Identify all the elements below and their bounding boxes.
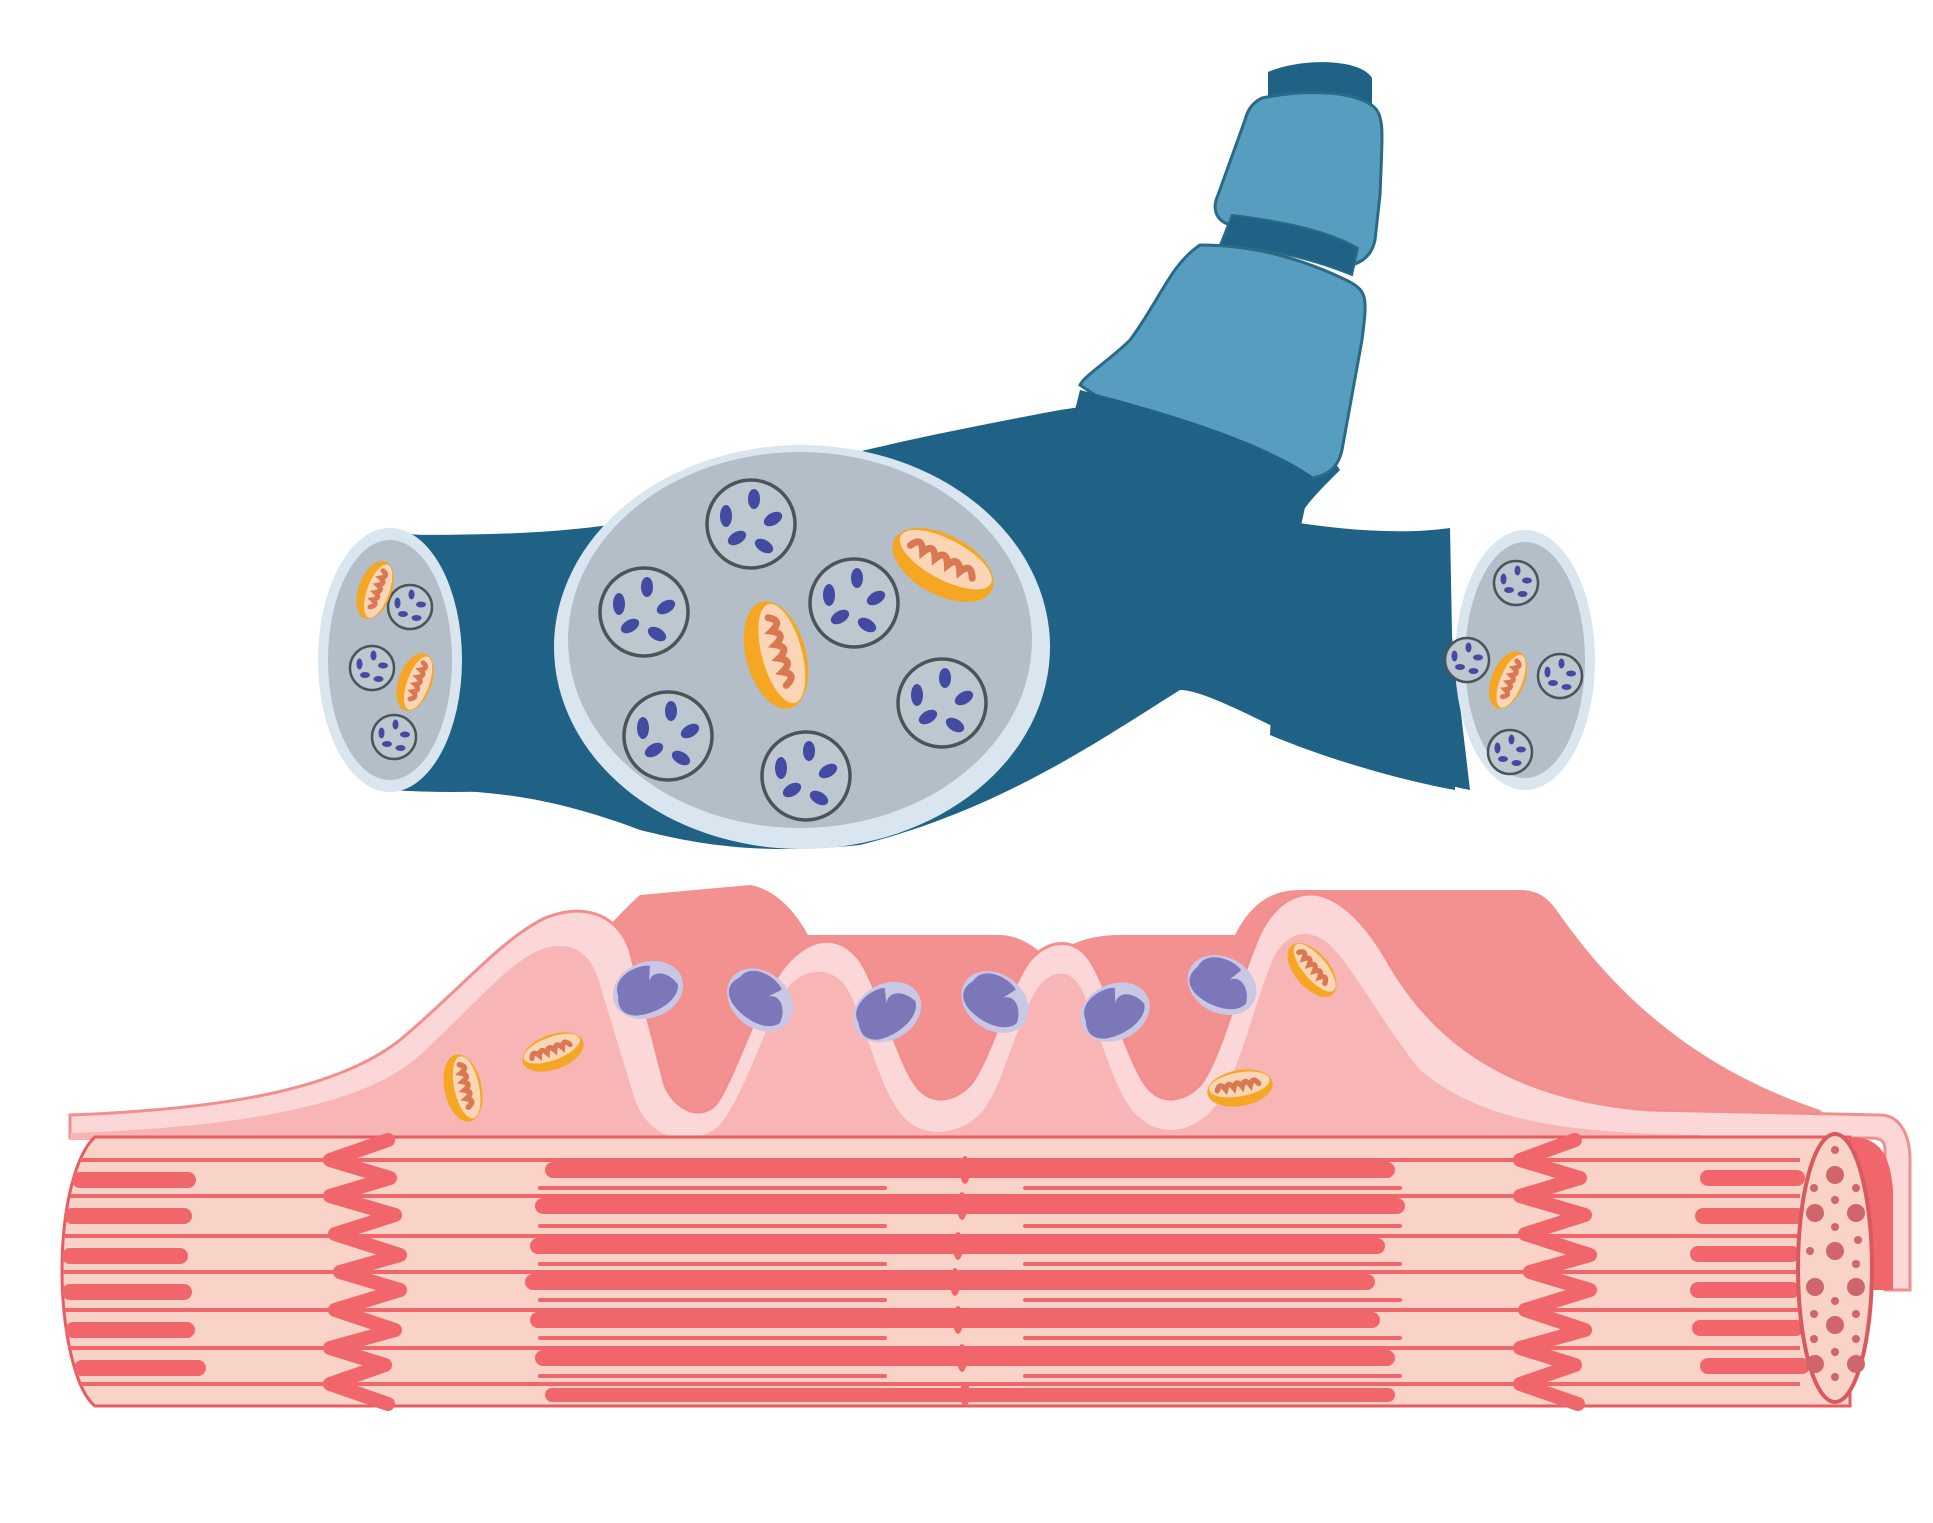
synaptic-vesicle bbox=[370, 713, 418, 761]
muscle-mitochondria bbox=[443, 943, 1337, 1122]
synaptic-vesicle bbox=[1536, 652, 1584, 700]
synaptic-vesicle bbox=[760, 730, 852, 822]
thick-filaments-right bbox=[1690, 1170, 1810, 1374]
axon-mitochondria bbox=[356, 528, 1528, 711]
synaptic-vesicle bbox=[896, 657, 988, 749]
receptor bbox=[1080, 982, 1150, 1042]
m-line bbox=[950, 1156, 970, 1406]
mitochondrion bbox=[892, 528, 994, 602]
synaptic-vesicle bbox=[1486, 728, 1534, 776]
receptor bbox=[612, 960, 684, 1020]
synaptic-vesicle bbox=[1492, 559, 1540, 607]
axon-neck bbox=[1060, 390, 1312, 530]
thin-filaments-center bbox=[538, 1186, 1402, 1378]
mitochondrion bbox=[443, 1054, 483, 1122]
fiber-cross-section bbox=[1796, 1132, 1893, 1404]
receptor bbox=[961, 971, 1029, 1033]
receptor bbox=[1187, 955, 1257, 1015]
synaptic-vesicle bbox=[705, 478, 797, 570]
mitochondrion bbox=[1287, 943, 1337, 997]
synaptic-vesicle bbox=[598, 566, 690, 658]
synaptic-vesicle bbox=[348, 644, 396, 692]
motor-end-plate bbox=[68, 885, 1912, 1292]
z-line-right bbox=[1513, 1133, 1597, 1411]
myofibril-dots bbox=[1806, 1146, 1865, 1381]
synaptic-vesicles bbox=[348, 478, 1584, 822]
myelin-segment-lower bbox=[1078, 243, 1367, 480]
mitochondrion bbox=[396, 653, 434, 711]
receptor bbox=[852, 981, 922, 1043]
synaptic-vesicle bbox=[386, 583, 434, 631]
mitochondrion bbox=[522, 1032, 584, 1072]
mitochondrion bbox=[1488, 651, 1528, 709]
synaptic-vesicle bbox=[808, 557, 900, 649]
mitochondrion bbox=[356, 561, 394, 619]
receptor bbox=[727, 968, 793, 1032]
synaptic-vesicle bbox=[622, 690, 714, 782]
axon-terminal bbox=[318, 62, 1595, 850]
muscle-fiber bbox=[60, 1132, 1893, 1411]
acetylcholine-receptors bbox=[612, 955, 1257, 1043]
thin-filaments-right bbox=[1590, 1158, 1790, 1386]
mitochondrion bbox=[743, 601, 809, 709]
axon-branch-right bbox=[1270, 520, 1455, 790]
synaptic-vesicle bbox=[1443, 636, 1491, 684]
mitochondrion bbox=[1207, 1069, 1273, 1107]
thick-filaments-left bbox=[62, 1172, 206, 1376]
myelin-sheath bbox=[1060, 62, 1384, 530]
z-line-left bbox=[323, 1133, 407, 1411]
